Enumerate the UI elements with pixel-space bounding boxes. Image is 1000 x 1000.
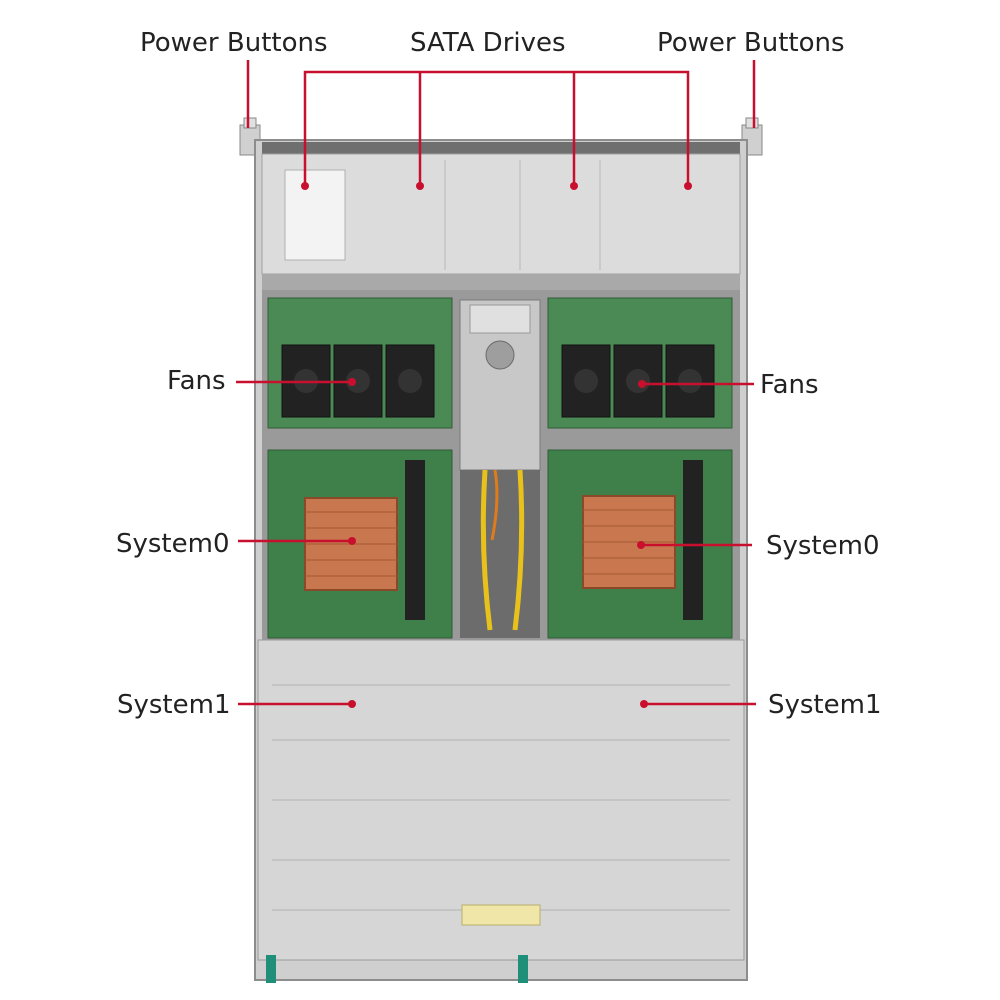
heatsink-icon [582,495,676,589]
label-system0-left: System0 [116,529,230,559]
callout-lines [236,60,756,706]
fan-icon [561,344,715,418]
front-bezel [262,142,740,154]
cable [512,469,525,631]
label-fans-left: Fans [167,366,226,396]
cable-channel [460,470,540,638]
label-power-buttons-right: Power Buttons [657,28,845,58]
label-sata-drives: SATA Drives [410,28,566,58]
label-system0-right: System0 [766,531,880,561]
label-system1-right: System1 [768,690,882,720]
cover-label [461,904,541,926]
drive-sticker [284,169,346,261]
dimm-slots [683,460,703,620]
rear-tab [518,955,528,983]
label-system1-left: System1 [117,690,231,720]
label-fans-right: Fans [760,370,819,400]
callout-dots [301,182,692,708]
dimm-slots [405,460,425,620]
cable [480,469,493,631]
rear-tab [266,955,276,983]
label-power-buttons-left: Power Buttons [140,28,328,58]
